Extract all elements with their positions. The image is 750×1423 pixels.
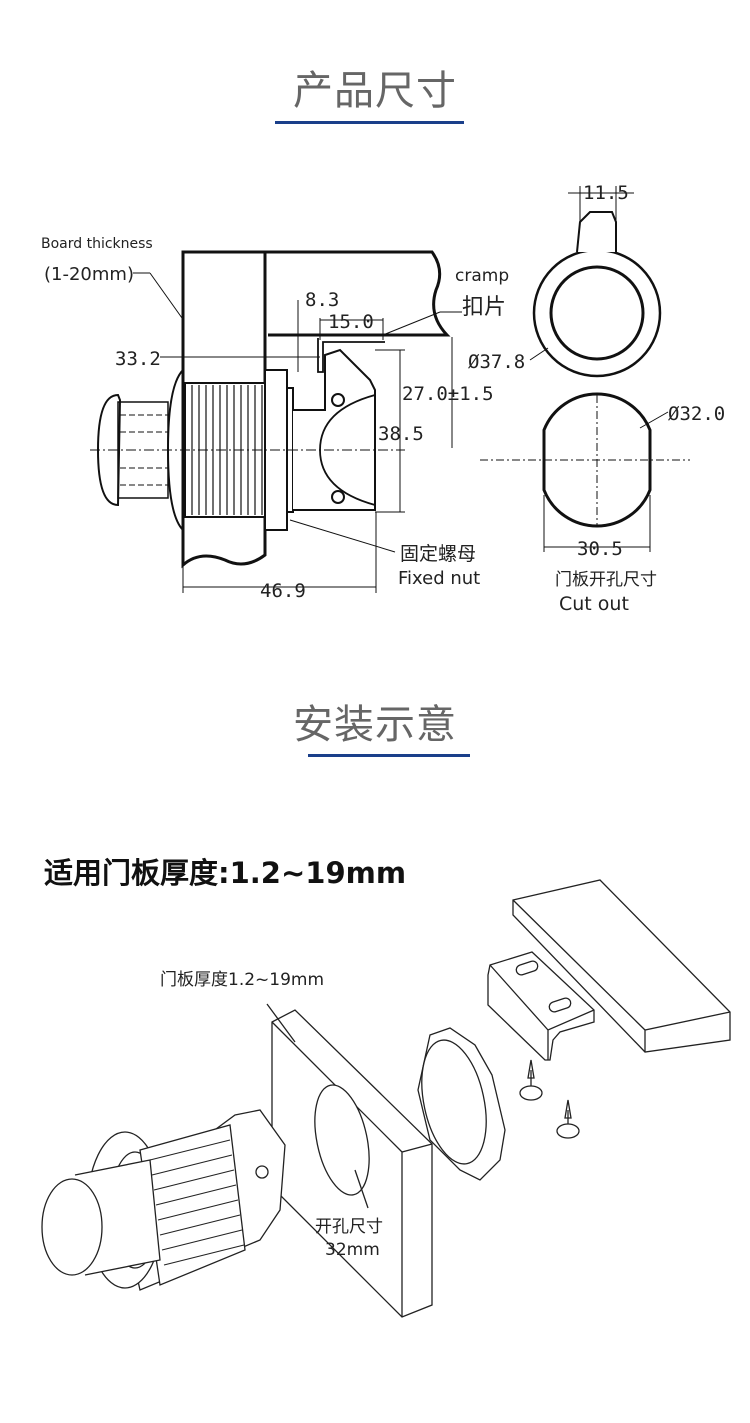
fit-thickness-heading: 适用门板厚度:1.2~19mm bbox=[44, 856, 407, 890]
board-thickness-label: Board thickness bbox=[41, 236, 153, 252]
cabinet-panel bbox=[265, 250, 451, 337]
dim-27-0: 27.0±1.5 bbox=[402, 383, 494, 405]
dim-32-0: Ø32.0 bbox=[668, 403, 725, 425]
top-view-outer bbox=[532, 248, 662, 378]
fixed-nut-label-en: Fixed nut bbox=[398, 568, 480, 589]
cut-out-label-en: Cut out bbox=[559, 593, 629, 615]
dim-33-2: 33.2 bbox=[115, 348, 161, 370]
cut-out-label-cn: 门板开孔尺寸 bbox=[555, 570, 657, 590]
fixed-nut-label-cn: 固定螺母 bbox=[400, 543, 476, 565]
dim-37-8: Ø37.8 bbox=[468, 351, 525, 373]
section-title-install: 安装示意 bbox=[293, 702, 457, 748]
dim-46-9: 46.9 bbox=[260, 580, 306, 602]
dim-30-5: 30.5 bbox=[577, 538, 623, 560]
dimension-drawing: Board thickness (1-20mm) cramp 扣片 33.2 8… bbox=[41, 182, 725, 615]
latch-body bbox=[293, 348, 376, 511]
dim-8-3: 8.3 bbox=[305, 289, 339, 311]
dim-15-0: 15.0 bbox=[328, 311, 374, 333]
screw bbox=[519, 1059, 543, 1101]
screw bbox=[556, 1099, 580, 1139]
dim-38-5: 38.5 bbox=[378, 423, 424, 445]
cramp bbox=[317, 338, 385, 373]
section-title-dimensions: 产品尺寸 bbox=[293, 68, 457, 114]
cut-out-shape bbox=[542, 392, 652, 528]
panel-hole bbox=[314, 1084, 370, 1196]
panel-thickness-label: 门板厚度1.2~19mm bbox=[160, 970, 324, 990]
installation-drawing: 门板厚度1.2~19mm 开孔尺寸 32mm bbox=[41, 879, 731, 1318]
hole-size-label: 开孔尺寸 bbox=[315, 1217, 383, 1237]
hole-size-value: 32mm bbox=[325, 1240, 380, 1260]
push-lock bbox=[41, 1109, 286, 1291]
board-thickness-range: (1-20mm) bbox=[44, 264, 134, 285]
knob-stem bbox=[117, 401, 169, 499]
cramp-label-en: cramp bbox=[455, 266, 509, 286]
dim-11-5: 11.5 bbox=[583, 182, 629, 204]
cramp-label-cn: 扣片 bbox=[462, 295, 506, 320]
strike-bracket bbox=[487, 951, 595, 1061]
title-underline bbox=[275, 121, 464, 124]
top-view-inner bbox=[549, 265, 645, 361]
title-underline bbox=[308, 754, 470, 757]
